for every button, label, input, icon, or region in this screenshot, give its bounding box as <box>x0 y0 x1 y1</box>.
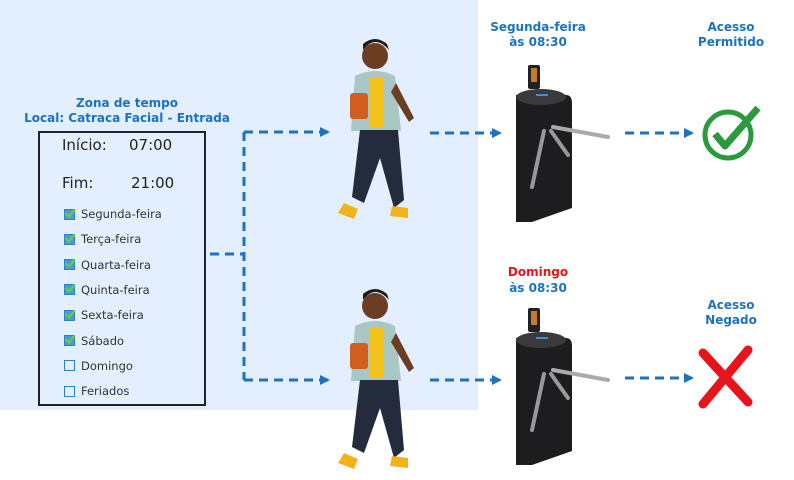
day-label: Quinta-feira <box>81 282 150 297</box>
end-label: Fim: <box>62 174 94 192</box>
day-checkbox-row: Quinta-feira <box>64 283 150 297</box>
day-checkbox-row: Terça-feira <box>64 232 141 246</box>
person-walking-icon <box>338 289 414 469</box>
checked-checkbox-icon <box>64 233 75 245</box>
day-checkbox-row: Sábado <box>64 334 124 348</box>
day-checkbox-row: Domingo <box>64 359 133 373</box>
checked-checkbox-icon <box>64 259 75 271</box>
day-checkbox-row: Sexta-feira <box>64 308 144 322</box>
end-time: 21:00 <box>131 174 175 192</box>
day-label: Domingo <box>81 358 133 373</box>
zone-title: Zona de tempo <box>76 96 178 110</box>
day-checkbox-row: Segunda-feira <box>64 207 162 221</box>
day-label: Feriados <box>81 384 130 399</box>
denied-time: às 08:30 <box>509 281 567 295</box>
zone-location: Local: Catraca Facial - Entrada <box>24 111 230 125</box>
day-label: Segunda-feira <box>81 207 162 221</box>
checked-checkbox-icon <box>64 335 75 346</box>
allowed-result-line2: Permitido <box>697 35 765 49</box>
check-circle-icon <box>702 105 761 161</box>
unchecked-checkbox-icon <box>64 360 75 372</box>
allowed-time: às 08:30 <box>509 35 567 49</box>
denied-day: Domingo <box>507 265 569 279</box>
start-time: 07:00 <box>129 136 173 154</box>
checked-checkbox-icon <box>64 208 75 220</box>
allowed-result-line1: Acesso <box>707 20 755 34</box>
unchecked-checkbox-icon <box>64 385 75 397</box>
start-label: Início: <box>62 136 107 154</box>
day-checkbox-row: Feriados <box>64 384 129 398</box>
day-label: Sexta-feira <box>81 308 144 323</box>
checked-checkbox-icon <box>64 309 75 321</box>
day-label: Quarta-feira <box>81 257 151 272</box>
turnstile-icon <box>514 63 610 224</box>
turnstile-icon <box>514 306 610 467</box>
day-label: Terça-feira <box>81 232 142 247</box>
day-label: Sábado <box>81 333 125 348</box>
allowed-day: Segunda-feira <box>490 20 586 34</box>
denied-result-line2: Negado <box>705 313 757 327</box>
denied-result-line1: Acesso <box>707 298 755 312</box>
person-walking-icon <box>338 39 414 219</box>
day-checkbox-row: Quarta-feira <box>64 258 151 272</box>
dashed-connectors <box>210 127 694 385</box>
checked-checkbox-icon <box>64 284 75 296</box>
x-icon <box>698 345 753 409</box>
